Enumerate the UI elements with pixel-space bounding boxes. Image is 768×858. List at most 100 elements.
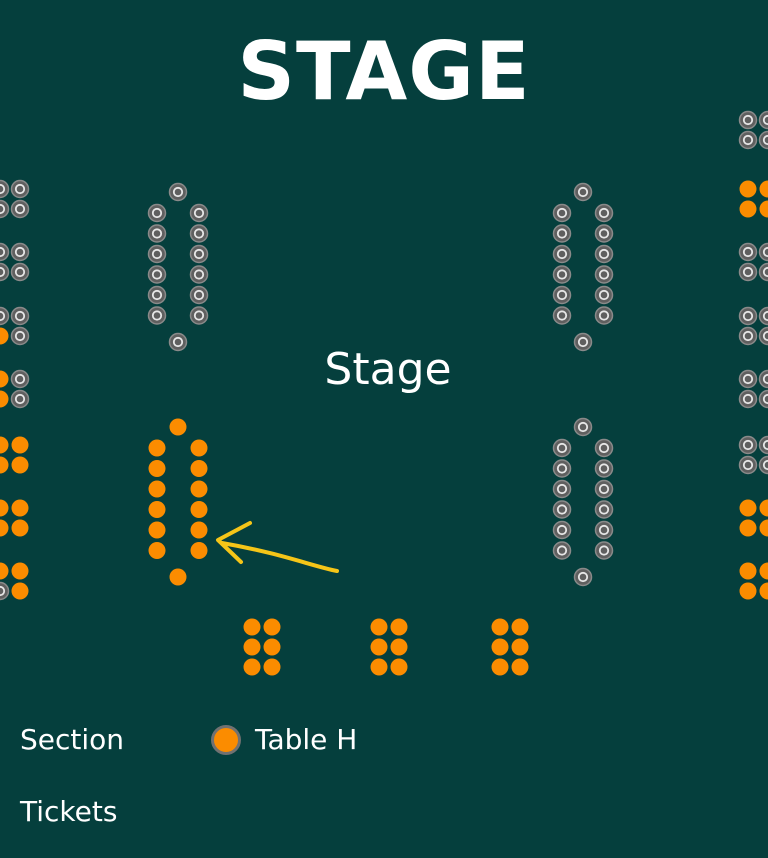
- unavailable-seat[interactable]: [738, 110, 758, 130]
- unavailable-seat[interactable]: [189, 265, 209, 284]
- available-seat[interactable]: [0, 390, 9, 408]
- available-seat[interactable]: [759, 519, 768, 537]
- unavailable-seat[interactable]: [573, 417, 593, 437]
- unavailable-seat[interactable]: [573, 182, 593, 202]
- unavailable-seat[interactable]: [594, 438, 614, 458]
- unavailable-seat[interactable]: [552, 244, 572, 264]
- available-seat[interactable]: [148, 501, 166, 518]
- available-seat[interactable]: [243, 638, 261, 656]
- available-seat[interactable]: [190, 542, 208, 559]
- available-seat[interactable]: [0, 327, 9, 345]
- unavailable-seat[interactable]: [168, 182, 188, 202]
- available-seat[interactable]: [148, 439, 166, 457]
- unavailable-seat[interactable]: [738, 326, 758, 346]
- unavailable-seat[interactable]: [10, 179, 30, 199]
- available-seat[interactable]: [0, 499, 9, 517]
- available-seat[interactable]: [370, 658, 388, 676]
- unavailable-seat[interactable]: [0, 581, 10, 601]
- available-seat[interactable]: [148, 460, 166, 477]
- available-seat[interactable]: [759, 180, 768, 198]
- unavailable-seat[interactable]: [594, 500, 614, 519]
- unavailable-seat[interactable]: [594, 541, 614, 560]
- available-seat[interactable]: [11, 499, 29, 517]
- unavailable-seat[interactable]: [10, 326, 30, 346]
- available-seat[interactable]: [11, 562, 29, 580]
- unavailable-seat[interactable]: [147, 265, 167, 284]
- available-seat[interactable]: [169, 568, 187, 586]
- available-seat[interactable]: [0, 519, 9, 537]
- unavailable-seat[interactable]: [552, 224, 572, 243]
- unavailable-seat[interactable]: [10, 389, 30, 409]
- unavailable-seat[interactable]: [189, 244, 209, 264]
- unavailable-seat[interactable]: [0, 179, 10, 199]
- available-seat[interactable]: [148, 542, 166, 559]
- unavailable-seat[interactable]: [738, 242, 758, 262]
- available-seat[interactable]: [511, 658, 529, 676]
- unavailable-seat[interactable]: [594, 285, 614, 305]
- available-seat[interactable]: [0, 562, 9, 580]
- available-seat[interactable]: [148, 521, 166, 539]
- unavailable-seat[interactable]: [758, 110, 768, 130]
- available-seat[interactable]: [263, 658, 281, 676]
- unavailable-seat[interactable]: [147, 203, 167, 223]
- available-seat[interactable]: [190, 480, 208, 498]
- unavailable-seat[interactable]: [147, 244, 167, 264]
- available-seat[interactable]: [390, 618, 408, 636]
- available-seat[interactable]: [511, 638, 529, 656]
- unavailable-seat[interactable]: [10, 306, 30, 326]
- unavailable-seat[interactable]: [147, 224, 167, 243]
- available-seat[interactable]: [759, 499, 768, 517]
- available-seat[interactable]: [0, 436, 9, 454]
- unavailable-seat[interactable]: [594, 203, 614, 223]
- unavailable-seat[interactable]: [594, 459, 614, 478]
- unavailable-seat[interactable]: [189, 224, 209, 243]
- available-seat[interactable]: [511, 618, 529, 636]
- available-seat[interactable]: [739, 582, 757, 600]
- unavailable-seat[interactable]: [738, 306, 758, 326]
- unavailable-seat[interactable]: [189, 306, 209, 325]
- available-seat[interactable]: [190, 460, 208, 477]
- unavailable-seat[interactable]: [738, 130, 758, 150]
- unavailable-seat[interactable]: [738, 262, 758, 282]
- available-seat[interactable]: [390, 658, 408, 676]
- unavailable-seat[interactable]: [594, 265, 614, 284]
- unavailable-seat[interactable]: [552, 438, 572, 458]
- available-seat[interactable]: [11, 519, 29, 537]
- available-seat[interactable]: [390, 638, 408, 656]
- unavailable-seat[interactable]: [0, 262, 10, 282]
- unavailable-seat[interactable]: [573, 567, 593, 587]
- unavailable-seat[interactable]: [758, 306, 768, 326]
- unavailable-seat[interactable]: [758, 455, 768, 475]
- available-seat[interactable]: [739, 562, 757, 580]
- available-seat[interactable]: [739, 200, 757, 218]
- unavailable-seat[interactable]: [594, 306, 614, 325]
- available-seat[interactable]: [370, 638, 388, 656]
- unavailable-seat[interactable]: [147, 285, 167, 305]
- available-seat[interactable]: [759, 582, 768, 600]
- available-seat[interactable]: [739, 499, 757, 517]
- unavailable-seat[interactable]: [594, 520, 614, 540]
- available-seat[interactable]: [11, 436, 29, 454]
- available-seat[interactable]: [370, 618, 388, 636]
- unavailable-seat[interactable]: [594, 224, 614, 243]
- unavailable-seat[interactable]: [0, 242, 10, 262]
- unavailable-seat[interactable]: [758, 435, 768, 455]
- unavailable-seat[interactable]: [189, 285, 209, 305]
- unavailable-seat[interactable]: [738, 435, 758, 455]
- unavailable-seat[interactable]: [10, 242, 30, 262]
- unavailable-seat[interactable]: [552, 203, 572, 223]
- unavailable-seat[interactable]: [168, 332, 188, 352]
- unavailable-seat[interactable]: [552, 541, 572, 560]
- available-seat[interactable]: [759, 200, 768, 218]
- available-seat[interactable]: [190, 501, 208, 518]
- unavailable-seat[interactable]: [552, 306, 572, 325]
- available-seat[interactable]: [243, 618, 261, 636]
- unavailable-seat[interactable]: [147, 306, 167, 325]
- unavailable-seat[interactable]: [758, 242, 768, 262]
- unavailable-seat[interactable]: [552, 459, 572, 478]
- unavailable-seat[interactable]: [0, 306, 10, 326]
- unavailable-seat[interactable]: [738, 389, 758, 409]
- available-seat[interactable]: [759, 562, 768, 580]
- unavailable-seat[interactable]: [758, 262, 768, 282]
- unavailable-seat[interactable]: [594, 479, 614, 499]
